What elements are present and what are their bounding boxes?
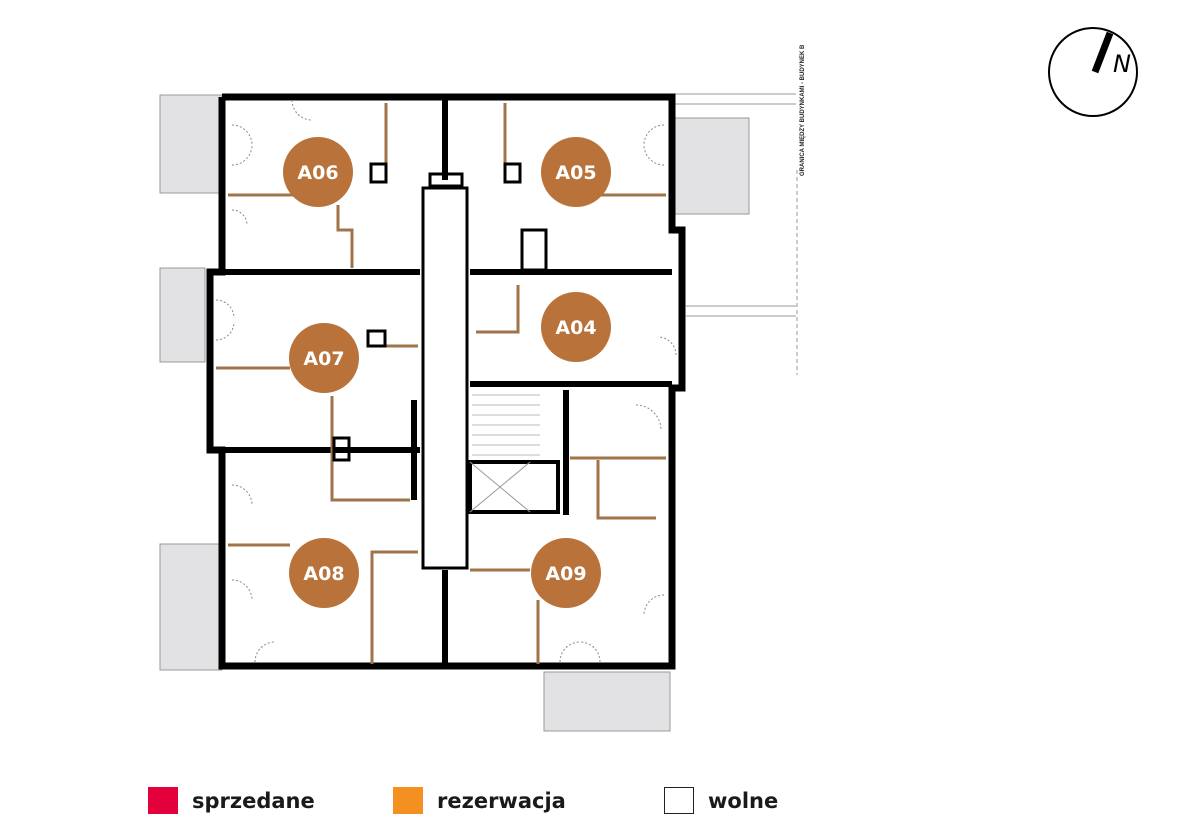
unit-marker-a08[interactable]: A08 — [289, 538, 359, 608]
outer-walls — [206, 93, 686, 670]
unit-label: A08 — [303, 563, 344, 585]
unit-marker-a06[interactable]: A06 — [283, 137, 353, 207]
shafts — [332, 162, 548, 462]
unit-marker-a07[interactable]: A07 — [289, 323, 359, 393]
doors — [215, 99, 677, 663]
unit-marker-a05[interactable]: A05 — [541, 137, 611, 207]
unit-label: A06 — [297, 162, 338, 184]
legend-sold: sprzedane — [148, 787, 315, 814]
unit-marker-a09[interactable]: A09 — [531, 538, 601, 608]
balconies — [159, 94, 750, 732]
legend-label: sprzedane — [192, 788, 315, 813]
legend-free: wolne — [664, 787, 778, 814]
free-swatch — [664, 787, 694, 814]
unit-label: A09 — [545, 563, 586, 585]
sold-swatch — [148, 787, 178, 814]
unit-marker-a04[interactable]: A04 — [541, 292, 611, 362]
unit-label: A05 — [555, 162, 596, 184]
inner-walls — [222, 97, 672, 666]
compass-label: N — [1113, 50, 1131, 78]
compass-icon: N — [1048, 27, 1138, 117]
border-label: GRANICA MIĘDZY BUDYNKAMI - BUDYNEK B — [800, 44, 806, 176]
unit-label: A07 — [303, 348, 344, 370]
legend-label: wolne — [708, 788, 779, 813]
stair-elevator — [468, 394, 560, 514]
legend-reserved: rezerwacja — [393, 787, 566, 814]
legend-label: rezerwacja — [437, 788, 566, 813]
unit-label: A04 — [555, 317, 596, 339]
reserved-swatch — [393, 787, 423, 814]
corridor — [421, 186, 469, 570]
border-lines — [672, 93, 798, 375]
